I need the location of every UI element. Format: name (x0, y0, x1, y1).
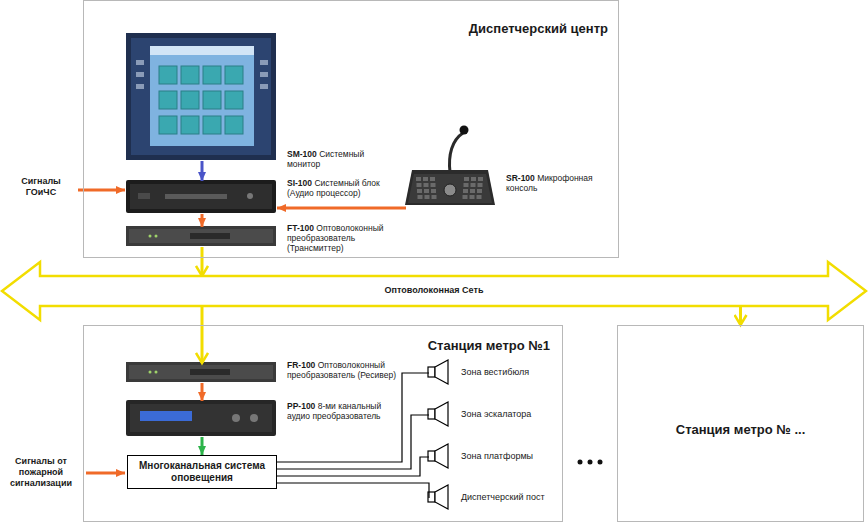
notification-box: Многоканальная система оповещения (127, 455, 277, 489)
speaker-zone: Диспетчерский пост (429, 486, 451, 510)
processor-picture (126, 180, 276, 213)
speaker-zone: Зона вестибюля (429, 361, 451, 385)
speaker-zone: Зона эскалатора (429, 403, 451, 427)
speaker-zone: Зона платформы (429, 445, 451, 469)
audio-converter-picture (126, 400, 276, 436)
microphone-console-picture (405, 126, 495, 206)
station-panel: Станция метро №1 FR-100 Оптоволоконный пр… (83, 325, 563, 522)
device-label: SI-100 Системный блок (Аудио процессор) (287, 178, 399, 198)
connector (739, 306, 742, 325)
fiber-network-band-text: Оптоволоконная Сеть (0, 285, 868, 296)
connector (201, 214, 204, 227)
notification-box-text: Многоканальная система оповещения (134, 460, 270, 484)
connector (201, 247, 204, 276)
speaker-zone-text: Диспетчерский пост (461, 492, 545, 503)
connector (201, 306, 204, 363)
connector (277, 483, 429, 498)
fiber-transmitter: FT-100 Оптоволоконный преобразователь (Т… (127, 227, 277, 247)
speaker-zone-text: Зона вестибюля (461, 367, 529, 378)
speaker-symbols (428, 360, 448, 509)
microphone-console: SR-100 Микрофонная консоль (406, 126, 496, 206)
signal-arrow (78, 189, 125, 192)
signal-source-label: Сигналы ГОиЧС (8, 176, 74, 198)
audio-converter: PP-100 8-ми канальный аудио преобразоват… (127, 401, 277, 437)
connector (201, 383, 204, 401)
connector (277, 207, 406, 210)
connector (277, 415, 429, 469)
system-unit: SI-100 Системный блок (Аудио процессор) (127, 181, 277, 214)
connector (277, 373, 429, 462)
station-panel-text: Станция метро № ... (618, 422, 863, 438)
receiver-picture (126, 362, 276, 382)
connector (277, 457, 429, 476)
station-panel-text: Станция метро №1 (428, 338, 550, 354)
speaker-zone-text: Зона эскалатора (461, 409, 531, 420)
device-label: SR-100 Микрофонная консоль (506, 173, 606, 193)
signal-source-label: Сигналы от пожарной сигнализации (0, 456, 82, 488)
system-monitor: SM-100 Системный монитор (127, 34, 277, 161)
transmitter-picture (126, 226, 276, 246)
connector (201, 161, 204, 181)
dispatch-panel-text: Диспетчерский центр (469, 21, 608, 37)
monitor-picture (126, 33, 276, 160)
device-label: PP-100 8-ми канальный аудио преобразоват… (287, 401, 399, 421)
signal-arrow (86, 472, 125, 475)
fiber-network-band: Оптоволоконная Сеть (0, 276, 868, 306)
station-panel: Станция метро № ... (617, 325, 864, 522)
device-label: FR-100 Оптоволоконный преобразователь (Р… (287, 360, 399, 380)
device-label: SM-100 Системный монитор (287, 149, 399, 169)
device-label: FT-100 Оптоволоконный преобразователь (Т… (287, 223, 399, 254)
ellipsis-dots (578, 460, 603, 465)
fiber-receiver: FR-100 Оптоволоконный преобразователь (Р… (127, 363, 277, 383)
speaker-zone-text: Зона платформы (461, 451, 533, 462)
connector (201, 437, 204, 455)
dispatch-panel: Диспетчерский центрSM-100 Системный мони… (83, 0, 619, 258)
